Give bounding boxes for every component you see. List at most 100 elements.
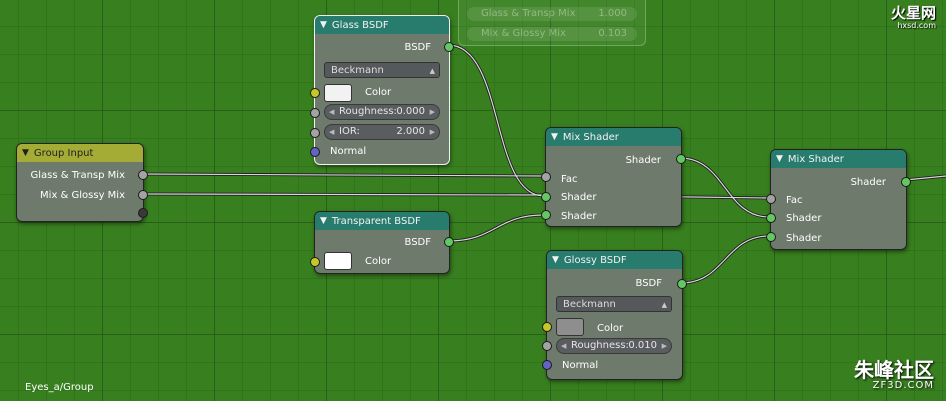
- glass-bsdf-node[interactable]: ▼ Glass BSDF BSDF Beckmann ▲ Color ◀ Rou…: [310, 15, 454, 165]
- mix-shader-2-shader2-socket[interactable]: [766, 232, 776, 242]
- glass-roughness-value: 0.000: [396, 106, 425, 117]
- glass-bsdf-output-label: BSDF: [404, 42, 431, 53]
- mix-shader-2-shader1-label: Shader: [786, 213, 822, 224]
- glass-bsdf-output-socket[interactable]: [444, 42, 454, 52]
- transparent-color-swatch[interactable]: [324, 252, 352, 270]
- glass-distribution-value: Beckmann: [331, 65, 384, 76]
- transparent-color-socket[interactable]: [310, 257, 320, 267]
- collapse-triangle-icon[interactable]: ▼: [552, 255, 559, 265]
- glass-roughness-socket[interactable]: [310, 108, 320, 118]
- decrement-arrow-icon[interactable]: ◀: [561, 342, 567, 350]
- mix-shader-2-title: Mix Shader: [787, 153, 844, 165]
- ghost-field-2-value: 0.103: [598, 28, 627, 39]
- ghost-field-2-label: Mix & Glossy Mix: [481, 28, 566, 39]
- mix-shader-2-fac-socket[interactable]: [766, 194, 776, 204]
- mix-shader-node-2[interactable]: ▼ Mix Shader Shader Fac Shader Shader: [766, 149, 911, 250]
- glass-color-socket[interactable]: [310, 88, 320, 98]
- collapse-triangle-icon[interactable]: ▼: [551, 132, 558, 142]
- glossy-bsdf-title: Glossy BSDF: [563, 254, 627, 266]
- group-input-node[interactable]: ▼ Group Input Glass & Transp Mix Mix & G…: [16, 143, 148, 222]
- glossy-bsdf-node[interactable]: ▼ Glossy BSDF BSDF Beckmann ▲ Color ◀ Ro…: [542, 250, 687, 380]
- glossy-color-socket[interactable]: [542, 322, 552, 332]
- glossy-normal-label: Normal: [562, 360, 599, 371]
- glass-normal-socket[interactable]: [310, 147, 320, 157]
- glass-ior-label: IOR:: [339, 126, 360, 137]
- ghost-node: Glass & Transp Mix 1.000 Mix & Glossy Mi…: [458, 0, 646, 46]
- group-input-header[interactable]: ▼ Group Input: [17, 144, 143, 162]
- glossy-distribution-dropdown[interactable]: Beckmann ▲: [556, 296, 672, 312]
- transparent-bsdf-node[interactable]: ▼ Transparent BSDF BSDF Color: [310, 211, 454, 274]
- output-socket-glass-transp[interactable]: [138, 170, 148, 180]
- transparent-bsdf-output-socket[interactable]: [444, 237, 454, 247]
- glossy-roughness-value: 0.010: [628, 340, 657, 351]
- glossy-bsdf-output-label: BSDF: [635, 278, 662, 289]
- decrement-arrow-icon[interactable]: ◀: [329, 108, 335, 116]
- glossy-bsdf-output-socket[interactable]: [677, 279, 687, 289]
- mix-shader-1-output-label: Shader: [625, 155, 661, 166]
- output-label-glass-transp: Glass & Transp Mix: [30, 170, 125, 181]
- link-glossy-to-mix2: [680, 234, 770, 285]
- ghost-field-1-label: Glass & Transp Mix: [481, 8, 576, 19]
- glossy-normal-socket[interactable]: [542, 360, 552, 370]
- mix-shader-1-output-socket[interactable]: [676, 154, 686, 164]
- glass-bsdf-title: Glass BSDF: [331, 19, 389, 31]
- mix-shader-2-output-socket[interactable]: [901, 177, 911, 187]
- glossy-bsdf-header[interactable]: ▼ Glossy BSDF: [547, 251, 682, 269]
- collapse-triangle-icon[interactable]: ▼: [22, 148, 29, 158]
- link-glass-to-mix1: [447, 43, 545, 198]
- glass-roughness-label: Roughness:: [339, 106, 397, 117]
- mix-shader-1-title: Mix Shader: [562, 131, 619, 143]
- increment-arrow-icon[interactable]: ▶: [429, 128, 435, 136]
- glossy-roughness-field[interactable]: ◀ Roughness: 0.010 ▶: [556, 338, 672, 354]
- link-group-glass-to-mix1-fac: [141, 172, 545, 178]
- output-label-mix-glossy: Mix & Glossy Mix: [40, 190, 125, 201]
- glass-roughness-field[interactable]: ◀ Roughness: 0.000 ▶: [324, 104, 440, 120]
- glass-bsdf-header[interactable]: ▼ Glass BSDF: [315, 16, 449, 34]
- node-tree-path: Eyes_a/Group: [25, 382, 94, 393]
- glass-ior-value: 2.000: [396, 126, 425, 137]
- collapse-triangle-icon[interactable]: ▼: [320, 216, 327, 226]
- glossy-color-swatch[interactable]: [556, 318, 584, 336]
- collapse-triangle-icon[interactable]: ▼: [776, 154, 783, 164]
- watermark-bottom-name: 朱峰社区: [854, 358, 934, 382]
- mix-shader-2-fac-label: Fac: [786, 195, 803, 206]
- transparent-bsdf-title: Transparent BSDF: [331, 215, 421, 227]
- ghost-field-1-value: 1.000: [598, 8, 627, 19]
- watermark-top-name: 火星网: [890, 4, 936, 22]
- glossy-color-label: Color: [597, 323, 624, 334]
- link-mix2-out: [904, 174, 946, 182]
- updown-arrows-icon: ▲: [429, 67, 435, 75]
- transparent-bsdf-header[interactable]: ▼ Transparent BSDF: [315, 212, 449, 230]
- glossy-roughness-label: Roughness:: [571, 340, 629, 351]
- output-socket-mix-glossy[interactable]: [138, 190, 148, 200]
- glass-ior-socket[interactable]: [310, 128, 320, 138]
- mix-shader-node-1[interactable]: ▼ Mix Shader Shader Fac Shader Shader: [541, 127, 686, 227]
- glass-ior-field[interactable]: ◀ IOR: 2.000 ▶: [324, 124, 440, 140]
- glossy-roughness-socket[interactable]: [542, 341, 552, 351]
- watermark-bottom-url: ZF3D.COM: [872, 380, 934, 391]
- glossy-distribution-value: Beckmann: [563, 299, 616, 310]
- link-transp-to-mix1: [447, 213, 545, 243]
- watermark-top-url: hxsd.com: [897, 21, 936, 30]
- glass-color-swatch[interactable]: [324, 84, 352, 102]
- mix-shader-1-header[interactable]: ▼ Mix Shader: [546, 128, 681, 146]
- transparent-color-label: Color: [365, 256, 392, 267]
- mix-shader-1-shader1-socket[interactable]: [541, 192, 551, 202]
- mix-shader-2-header[interactable]: ▼ Mix Shader: [771, 150, 906, 168]
- increment-arrow-icon[interactable]: ▶: [661, 342, 667, 350]
- mix-shader-2-shader2-label: Shader: [786, 233, 822, 244]
- mix-shader-1-shader1-label: Shader: [561, 192, 597, 203]
- watermark-logo-bottom: 朱峰社区 ZF3D.COM: [854, 354, 934, 391]
- transparent-bsdf-output-label: BSDF: [404, 237, 431, 248]
- increment-arrow-icon[interactable]: ▶: [429, 108, 435, 116]
- output-socket-empty[interactable]: [138, 208, 148, 218]
- mix-shader-1-shader2-socket[interactable]: [541, 210, 551, 220]
- ghost-field-2: Mix & Glossy Mix 0.103: [467, 27, 637, 41]
- updown-arrows-icon: ▲: [661, 301, 667, 309]
- collapse-triangle-icon[interactable]: ▼: [320, 20, 327, 30]
- decrement-arrow-icon[interactable]: ◀: [329, 128, 335, 136]
- mix-shader-1-fac-socket[interactable]: [541, 172, 551, 182]
- mix-shader-1-shader2-label: Shader: [561, 211, 597, 222]
- glass-distribution-dropdown[interactable]: Beckmann ▲: [324, 62, 440, 78]
- mix-shader-2-shader1-socket[interactable]: [766, 213, 776, 223]
